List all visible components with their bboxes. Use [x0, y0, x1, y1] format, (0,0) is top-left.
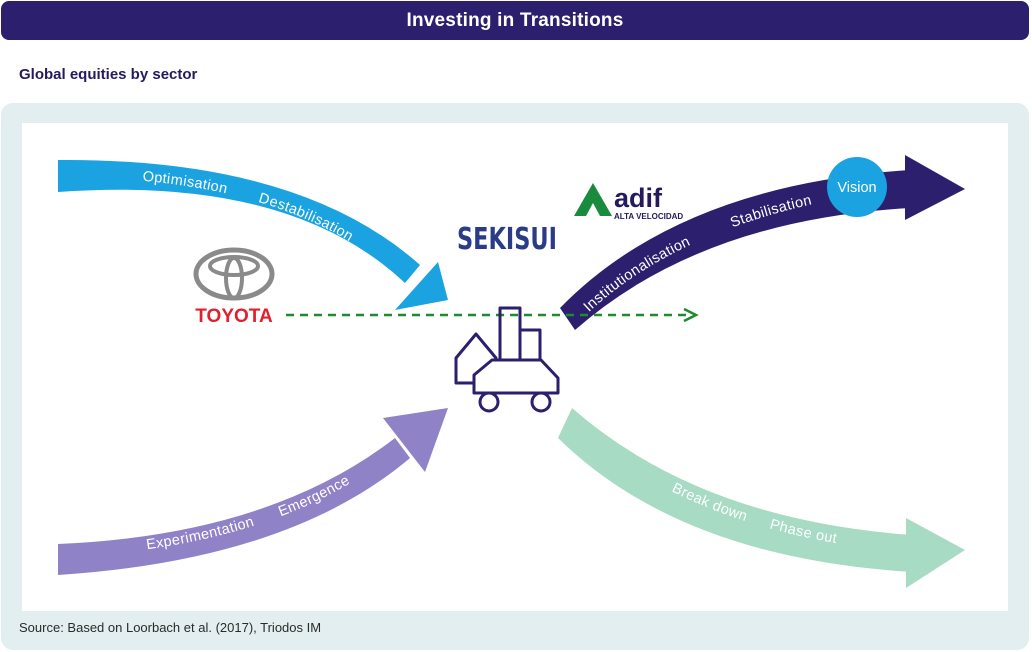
arrowhead-icon — [383, 408, 448, 472]
chart-subtitle: Global equities by sector — [19, 66, 198, 83]
adif-subtitle: ALTA VELOCIDAD — [614, 212, 683, 221]
toyota-wordmark: TOYOTA — [195, 306, 273, 327]
arrowhead-icon — [395, 262, 448, 310]
experimentation-arrow: Experimentation Emergence — [58, 408, 448, 575]
optimisation-arrow: Optimisation Destabilisation — [58, 159, 448, 310]
page-title: Investing in Transitions — [406, 9, 624, 31]
source-note: Source: Based on Loorbach et al. (2017),… — [19, 620, 322, 635]
toyota-logo: TOYOTA — [193, 247, 275, 327]
phase-out-arrow: Break down Phase out — [558, 408, 965, 588]
arrowhead-icon — [905, 155, 965, 220]
vision-circle — [827, 157, 887, 217]
arrowhead-icon — [906, 518, 965, 588]
dashed-arrowhead-icon — [683, 307, 699, 323]
adif-wordmark: adif — [614, 183, 663, 213]
header-bar: Investing in Transitions — [1, 1, 1029, 40]
house-car-icon — [454, 306, 560, 413]
adif-mark-icon — [574, 183, 612, 216]
stabilisation-arrow: Institutionalisation Stabilisation Visio… — [560, 155, 965, 330]
sekisui-logo: SEKISUI — [457, 222, 557, 257]
adif-logo: adif ALTA VELOCIDAD — [574, 183, 683, 221]
vision-label: Vision — [837, 180, 876, 196]
toyota-dashed-arrow — [286, 307, 699, 323]
